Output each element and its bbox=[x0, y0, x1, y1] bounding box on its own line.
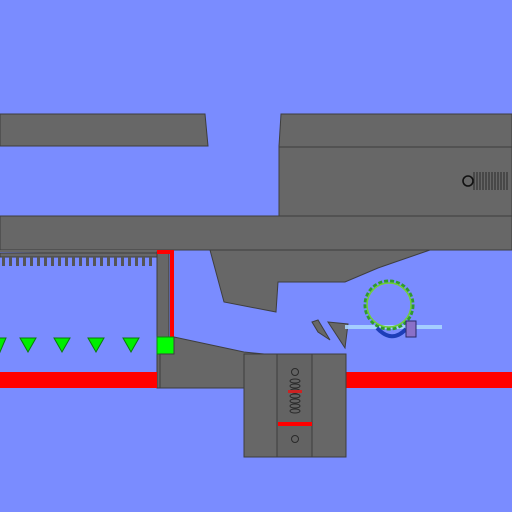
hanging-wedge bbox=[209, 249, 431, 313]
spring-icon bbox=[289, 368, 301, 443]
purple-box bbox=[405, 320, 417, 338]
switch-button-icon[interactable] bbox=[156, 336, 175, 355]
lower-mechanism-slot bbox=[276, 353, 313, 458]
rack-teeth-icon bbox=[2, 257, 152, 266]
blue-arc-part bbox=[375, 326, 408, 339]
bolt-icon bbox=[462, 175, 474, 187]
gear-icon bbox=[363, 279, 415, 331]
rack-bar bbox=[0, 252, 158, 258]
laser-beam-icon bbox=[0, 250, 512, 388]
spike-icon bbox=[0, 337, 140, 354]
red-marker bbox=[288, 390, 302, 393]
spring-icon bbox=[473, 172, 508, 190]
hook-left bbox=[311, 319, 331, 341]
middle-band bbox=[0, 215, 512, 251]
laser-beam-icon bbox=[278, 422, 312, 426]
hook-right bbox=[327, 321, 349, 350]
upper-left-slab bbox=[0, 113, 209, 147]
upper-right-block bbox=[278, 113, 512, 217]
